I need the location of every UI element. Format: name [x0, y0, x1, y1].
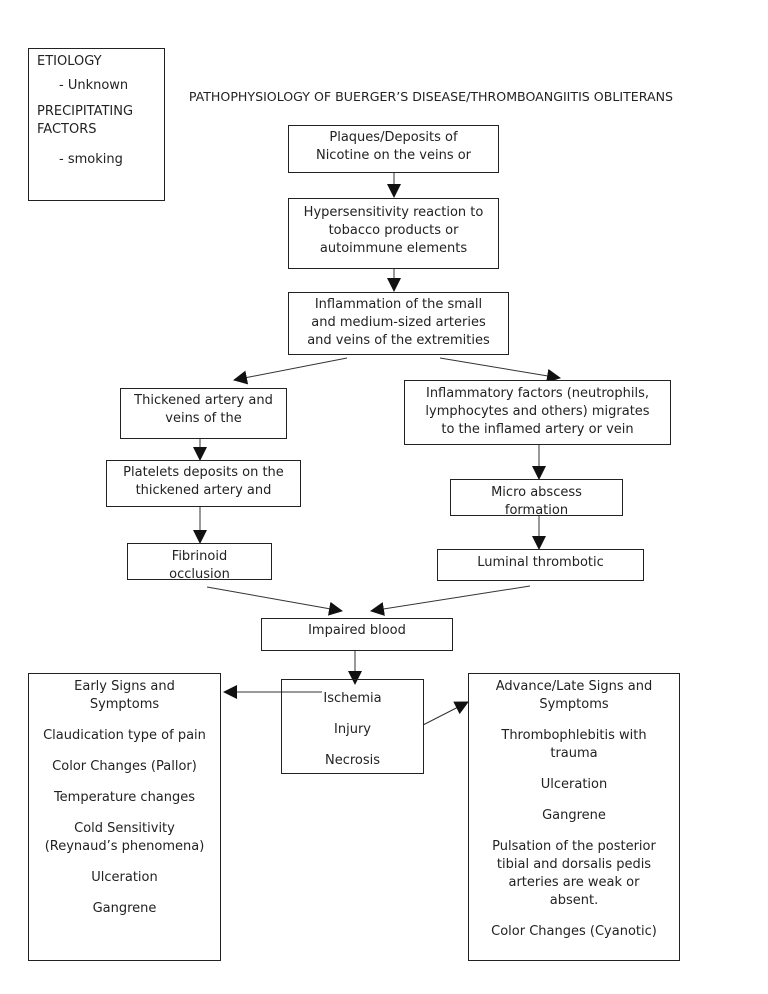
node-text: Nicotine on the veins or [315, 148, 472, 163]
late-signs-heading: Advance/Late Signs and Symptoms [495, 679, 653, 712]
list-item: Claudication type of pain [43, 728, 206, 743]
node-text: tobacco products or [328, 223, 459, 238]
node-text: Impaired blood [308, 623, 406, 638]
node-inflammatory-factors: Inflammatory factors (neutrophils, lympho… [404, 380, 671, 445]
arrow-fibrinoid-impaired [206, 586, 343, 616]
node-text: veins of the [165, 411, 242, 426]
node-plaques: Plaques/Deposits of Nicotine on the veins… [288, 125, 499, 173]
node-text: Necrosis [324, 753, 381, 768]
list-item: Ulceration [540, 777, 608, 792]
node-platelets: Platelets deposits on the thickened arter… [106, 460, 301, 507]
node-text: Inflammation of the small [314, 297, 483, 312]
node-text: Hypersensitivity reaction to [303, 205, 484, 220]
list-item: Pulsation of the posterior tibial and do… [492, 839, 656, 908]
etiology-box: ETIOLOGY - Unknown PRECIPITATING FACTORS… [28, 48, 165, 201]
node-fibrinoid: Fibrinoid occlusion [127, 543, 272, 580]
late-signs-box: Advance/Late Signs and Symptoms Thrombop… [468, 673, 680, 961]
node-text: lymphocytes and others) migrates [425, 404, 650, 419]
arrow-inflammation-thickened [233, 357, 348, 385]
arrow-ischemia-late [422, 701, 469, 726]
node-micro-abscess: Micro abscess formation [450, 479, 623, 516]
etiology-item: - Unknown [59, 78, 129, 93]
node-text: Micro abscess [491, 485, 582, 500]
node-text: occlusion [169, 567, 230, 580]
precipitating-heading-2: FACTORS [37, 122, 97, 137]
list-item: Cold Sensitivity (Reynaud’s phenomena) [44, 821, 205, 854]
node-text: and medium-sized arteries [311, 315, 486, 330]
precipitating-heading: PRECIPITATING [37, 104, 134, 119]
node-text: formation [504, 503, 569, 516]
node-text: to the inflamed artery or vein [441, 422, 634, 437]
arrow-inflammation-factors [439, 357, 561, 383]
node-text: Ischemia [323, 691, 382, 706]
list-item: Color Changes (Pallor) [52, 759, 197, 774]
diagram-title: PATHOPHYSIOLOGY OF BUERGER’S DISEASE/THR… [188, 89, 673, 104]
precipitating-item: - smoking [59, 152, 123, 167]
node-hypersensitivity: Hypersensitivity reaction to tobacco prod… [288, 198, 499, 269]
node-text: Injury [334, 722, 371, 737]
list-item: Ulceration [91, 870, 158, 885]
node-text: thickened artery and [135, 483, 272, 498]
node-text: Inflammatory factors (neutrophils, [425, 386, 649, 401]
list-item: Gangrene [542, 808, 606, 823]
early-signs-box: Early Signs and Symptoms Claudication ty… [28, 673, 221, 961]
list-item: Color Changes (Cyanotic) [491, 924, 657, 939]
node-thickened: Thickened artery and veins of the [120, 388, 287, 439]
node-text: autoimmune elements [319, 241, 468, 256]
list-item: Thrombophlebitis with trauma [501, 728, 647, 761]
node-text: Plaques/Deposits of [329, 130, 458, 145]
node-text: Platelets deposits on the [123, 465, 284, 480]
node-text: Luminal thrombotic [477, 555, 604, 570]
node-impaired: Impaired blood [261, 618, 453, 651]
arrow-luminal-impaired [370, 585, 531, 616]
node-text: Fibrinoid [171, 549, 228, 564]
list-item: Gangrene [92, 901, 157, 916]
node-text: Thickened artery and [134, 393, 273, 408]
list-item: Temperature changes [53, 790, 196, 805]
node-inflammation: Inflammation of the small and medium-size… [288, 292, 509, 355]
node-luminal: Luminal thrombotic [437, 549, 644, 581]
early-signs-heading: Early Signs and Symptoms [74, 679, 175, 712]
etiology-heading: ETIOLOGY [37, 54, 102, 69]
node-text: and veins of the extremities [307, 333, 490, 348]
